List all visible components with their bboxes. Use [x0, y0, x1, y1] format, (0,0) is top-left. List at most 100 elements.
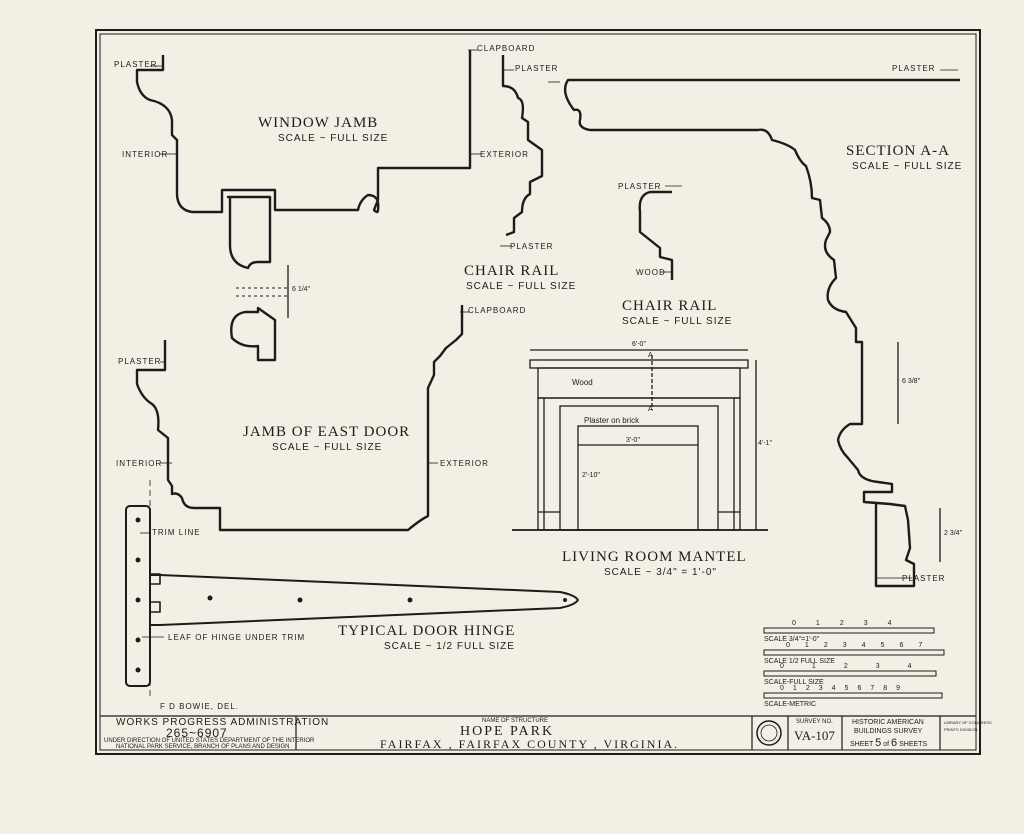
of-word: of	[883, 741, 890, 748]
label-exterior: EXTERIOR	[480, 150, 529, 159]
survey-number: VA-107	[794, 728, 835, 743]
section-dimension-1: 6 3/8"	[902, 378, 921, 385]
scale-tick-label: 0	[792, 620, 816, 627]
scale-tick-label: 0	[786, 642, 805, 649]
label-plaster: PLASTER	[515, 64, 559, 73]
label-wood: WOOD	[636, 268, 666, 277]
survey-caption: SURVEY NO.	[796, 719, 833, 725]
scale-tick-label: 2	[805, 685, 819, 692]
scale-tick-label: 7	[918, 642, 938, 649]
habs-line-2: BUILDINGS SURVEY	[854, 728, 923, 735]
label-clapboard: CLAPBOARD	[477, 44, 536, 53]
scale-tick-label: 7	[870, 685, 884, 692]
scale-tick-label: 5	[880, 642, 900, 649]
hinge-nail	[207, 595, 213, 601]
agency-direction-1: UNDER DIRECTION OF UNITED STATES DEPARTM…	[104, 738, 315, 744]
label-plaster: PLASTER	[892, 64, 936, 73]
sheets-word: SHEETS	[899, 741, 928, 748]
scale-tick-label: 3	[863, 620, 888, 627]
sheet-number: 5	[875, 737, 882, 749]
scale-tick-label: 8	[883, 685, 897, 692]
scale-bar-4-ticks: 0123456789	[780, 685, 909, 692]
scale-bar-4	[763, 692, 943, 699]
scale-tick-label: 9	[896, 685, 910, 692]
structure-caption: NAME OF STRUCTURE	[482, 718, 548, 724]
scale-tick-label: 3	[818, 685, 832, 692]
mantel-scale: SCALE ~ 3/4" = 1'-0"	[604, 567, 717, 578]
scale-bar-3-label: SCALE-FULL SIZE	[764, 679, 824, 686]
nps-seal-inner	[760, 724, 778, 742]
east-door-jamb-title: JAMB of EAST DOOR	[243, 424, 411, 440]
scale-bar-1-ticks: 01234	[792, 620, 912, 627]
library-stamp-1: LIBRARY OF CONGRESS	[944, 720, 992, 725]
scale-bar-3-ticks: 01234	[780, 663, 940, 670]
scale-tick-label: 5	[844, 685, 858, 692]
sheet-total: 6	[891, 737, 898, 749]
scale-tick-label: 4	[907, 663, 940, 670]
label-plaster: PLASTER	[114, 60, 158, 69]
structure-name: HOPE PARK	[460, 724, 555, 739]
scale-tick-label: 6	[899, 642, 919, 649]
section-mark: A	[648, 406, 653, 413]
chair-rail-2-scale: SCALE ~ FULL SIZE	[622, 316, 733, 327]
window-jamb-title: WINDOW JAMB	[258, 115, 379, 131]
outer-border	[95, 29, 981, 755]
window-dimension: 6 1/4"	[292, 286, 311, 293]
chair-rail-1-title: CHAIR RAIL	[464, 263, 560, 279]
hinge-knuckle-2	[149, 601, 161, 613]
mantel-width-dimension: 6'-0"	[632, 341, 646, 348]
hinge-nail	[135, 637, 141, 643]
inner-border	[99, 33, 977, 751]
hinge-nail	[135, 597, 141, 603]
section-mark: A	[648, 352, 653, 359]
scale-tick-label: 4	[831, 685, 845, 692]
hinge-nail	[135, 667, 141, 673]
hinge-knuckle-1	[149, 573, 161, 585]
scale-tick-label: 2	[839, 620, 864, 627]
label-plaster: PLASTER	[510, 242, 554, 251]
sheet-info: SHEET 5 of 6 SHEETS	[850, 737, 927, 749]
hinge-nail	[297, 597, 303, 603]
window-sash-lower	[230, 306, 277, 362]
section-dimension-2: 2 3/4"	[944, 530, 963, 537]
chair-rail-2-title: CHAIR RAIL	[622, 298, 718, 314]
mantel-wood-label: Wood	[572, 378, 593, 387]
scale-bar-4-label: SCALE-METRIC	[764, 701, 817, 708]
library-stamp-2: PRINTS DIVISION	[944, 727, 978, 732]
agency-name: WORKS PROGRESS ADMINISTRATION	[116, 717, 330, 728]
hinge-nail	[407, 597, 413, 603]
scale-bar-3	[763, 670, 937, 677]
label-plaster: PLASTER	[618, 182, 662, 191]
label-interior: INTERIOR	[116, 459, 163, 468]
mantel-opening-height-dimension: 2'-10"	[582, 472, 600, 479]
scale-bar-2-label: SCALE 1/2 FULL SIZE	[764, 658, 835, 665]
chair-rail-2-profile	[638, 190, 674, 280]
scale-bar-2	[763, 649, 945, 656]
section-title: SECTION A-A	[846, 143, 950, 159]
hinge-nail	[563, 598, 567, 602]
scale-tick-label: 6	[857, 685, 871, 692]
scale-bar-2-ticks: 01234567	[786, 642, 937, 649]
hinge-scale: SCALE ~ 1/2 FULL SIZE	[384, 641, 515, 652]
delineator: F D BOWIE, DEL.	[160, 702, 240, 711]
scale-tick-label: 4	[887, 620, 912, 627]
label-trim-line: TRIM LINE	[152, 528, 201, 537]
mantel-title: LIVING ROOM MANTEL	[562, 549, 747, 565]
hinge-title: TYPICAL DOOR HINGE	[338, 623, 516, 639]
habs-line-1: HISTORIC AMERICAN	[852, 719, 924, 726]
structure-location: FAIRFAX , FAIRFAX COUNTY , VIRGINIA.	[380, 737, 680, 751]
window-sash-upper	[226, 195, 272, 270]
hinge-nail	[135, 557, 141, 563]
scale-tick-label: 1	[792, 685, 806, 692]
scale-tick-label: 4	[861, 642, 881, 649]
project-number: 265~6907	[166, 726, 228, 740]
section-scale: SCALE ~ FULL SIZE	[852, 161, 963, 172]
scale-bar-1-label: SCALE 3/4"=1'-0"	[764, 636, 820, 643]
scale-tick-label: 1	[815, 620, 840, 627]
scale-tick-label: 0	[780, 663, 812, 670]
hinge-strap	[149, 574, 579, 626]
scale-tick-label: 2	[823, 642, 843, 649]
section-profile	[563, 78, 960, 588]
scale-tick-label: 1	[804, 642, 824, 649]
